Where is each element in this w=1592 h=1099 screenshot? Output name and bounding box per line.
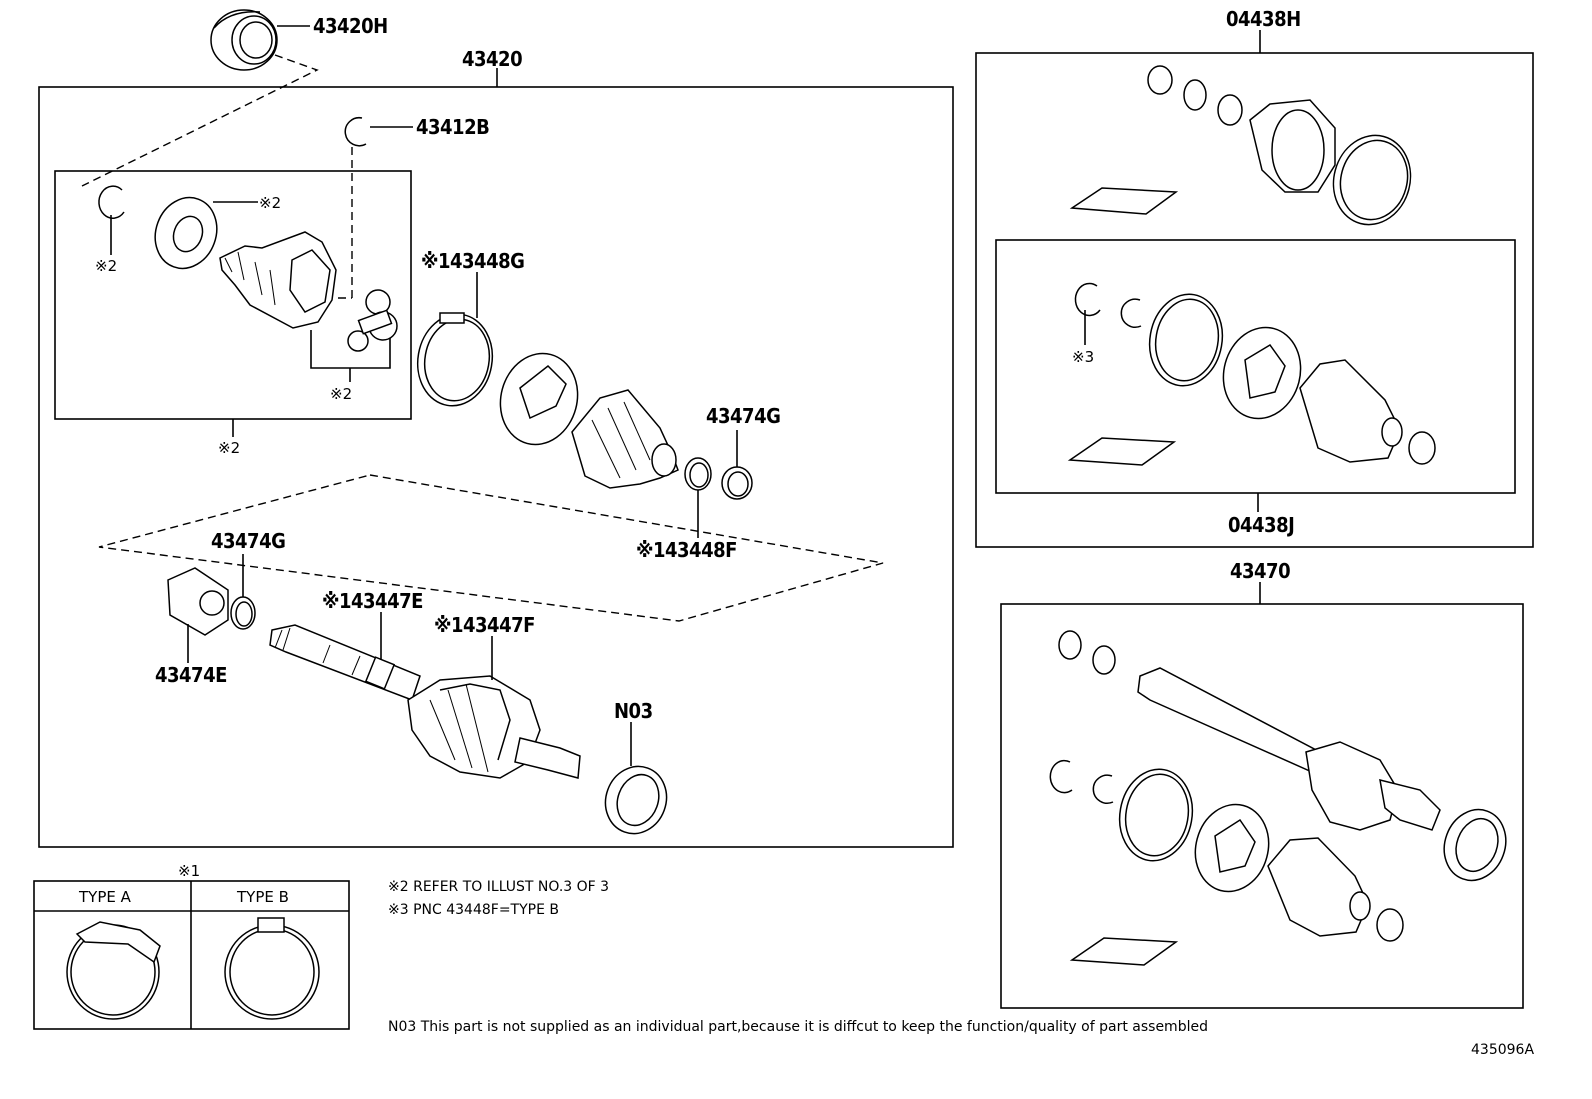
box-43470: [1000, 603, 1524, 1009]
box-inboard-joint: [54, 170, 412, 420]
part-43474G-clamp-left[interactable]: [230, 596, 256, 630]
part-43474E[interactable]: [167, 567, 229, 636]
label-ref3: ※3: [1072, 348, 1094, 366]
label-43474G-left[interactable]: 43474G: [211, 529, 286, 553]
part-43420H[interactable]: [210, 9, 278, 71]
clamp-type-a-icon: [66, 921, 161, 1020]
label-43420[interactable]: 43420: [462, 47, 523, 71]
label-N03[interactable]: N03: [614, 699, 653, 723]
kit-04438H-parts[interactable]: [1069, 65, 1420, 233]
outboard-joint-part[interactable]: [407, 675, 581, 779]
label-04438H[interactable]: 04438H: [1226, 7, 1301, 31]
snap-ring-part[interactable]: [98, 185, 125, 219]
label-ref2-box: ※2: [218, 439, 240, 457]
label-ref2-snapring: ※2: [95, 257, 117, 275]
tripod-part[interactable]: [347, 289, 398, 352]
drive-shaft-part[interactable]: [269, 624, 421, 701]
note-N03: N03 This part is not supplied as an indi…: [388, 1019, 1208, 1035]
label-43474E[interactable]: 43474E: [155, 663, 227, 687]
legend-title: ※1: [178, 862, 200, 880]
label-43447E[interactable]: ※143447E: [322, 589, 423, 613]
box-43420: [38, 86, 954, 848]
note-ref2: ※2 REFER TO ILLUST NO.3 OF 3: [388, 879, 609, 895]
part-43412B[interactable]: [344, 116, 367, 147]
box-04438H: [975, 52, 1534, 548]
legend-type-a: TYPE A: [78, 888, 132, 906]
label-43447F[interactable]: ※143447F: [434, 613, 535, 637]
label-04438J[interactable]: 04438J: [1228, 513, 1295, 537]
label-ref2-tripod: ※2: [330, 385, 352, 403]
kit-04438J-parts[interactable]: [1067, 282, 1436, 466]
label-43448F[interactable]: ※143448F: [636, 538, 737, 562]
label-ref2-washer: ※2: [259, 194, 281, 212]
diagram-id: 435096A: [1471, 1042, 1534, 1058]
part-43448F-clamp[interactable]: [684, 457, 712, 491]
inboard-boot-part[interactable]: [571, 389, 679, 489]
washer-part[interactable]: [145, 189, 226, 277]
label-43474G-top[interactable]: 43474G: [706, 404, 781, 428]
part-43448G[interactable]: [411, 308, 500, 411]
label-43412B[interactable]: 43412B: [416, 115, 490, 139]
inboard-outer-race-part[interactable]: [219, 231, 337, 329]
box-04438J: [995, 239, 1516, 494]
legend-type-b: TYPE B: [236, 888, 289, 906]
note-ref3: ※3 PNC 43448F=TYPE B: [388, 902, 559, 918]
inboard-boot-cover-part[interactable]: [490, 345, 587, 454]
part-43474G-clamp-top[interactable]: [721, 466, 753, 500]
clamp-type-b-icon: [224, 917, 320, 1020]
label-43448G[interactable]: ※143448G: [421, 249, 525, 273]
label-43420H[interactable]: 43420H: [313, 14, 388, 38]
label-43470[interactable]: 43470: [1230, 559, 1291, 583]
part-N03[interactable]: [596, 758, 676, 842]
kit-43470-parts[interactable]: [1049, 630, 1515, 966]
